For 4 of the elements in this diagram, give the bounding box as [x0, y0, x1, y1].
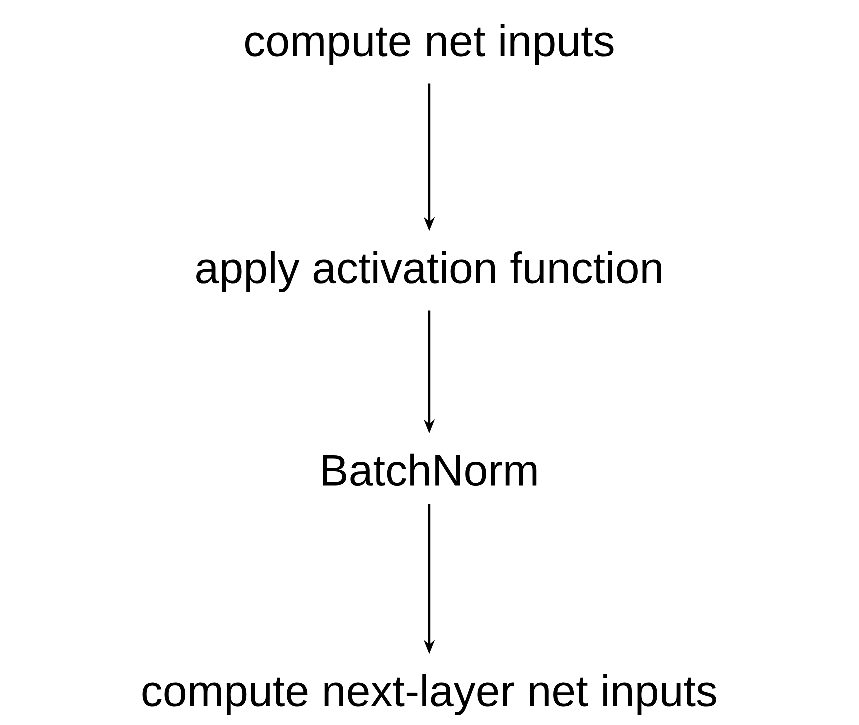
step-text: compute next-layer net inputs	[142, 674, 716, 716]
step-text: apply activation function	[196, 251, 662, 292]
step-text: BatchNorm	[323, 454, 537, 486]
step-text: compute net inputs	[245, 24, 614, 66]
